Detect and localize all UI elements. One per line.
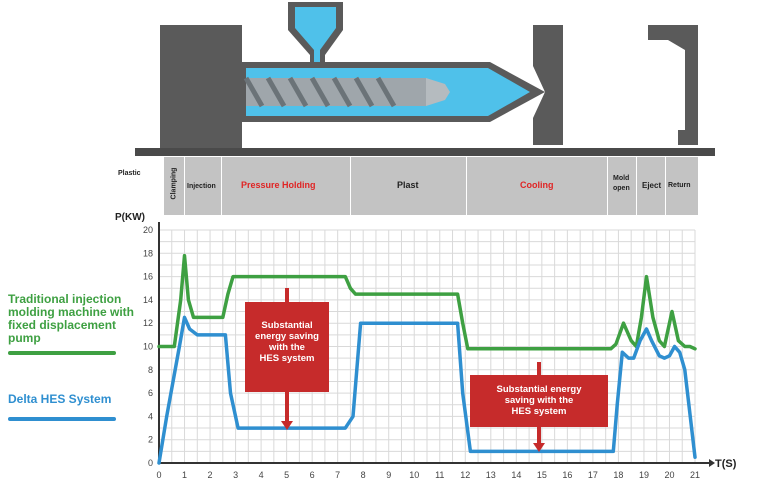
- x-tick-label: 17: [588, 470, 598, 480]
- y-tick-label: 0: [148, 458, 153, 468]
- phase-band-return: [666, 157, 698, 215]
- y-axis-title: P(KW): [115, 212, 145, 223]
- callout-2-line-3: HES system: [511, 406, 567, 417]
- energy-saving-callout-2: Substantial energy saving with the HES s…: [470, 375, 608, 427]
- x-tick-label: 15: [537, 470, 547, 480]
- phase-band-mold-open: [608, 157, 636, 215]
- x-tick-label: 12: [460, 470, 470, 480]
- x-axis-arrow: [709, 459, 715, 467]
- x-tick-label: 18: [613, 470, 623, 480]
- machine-base: [135, 148, 715, 156]
- phase-band-pressure-holding: [222, 157, 350, 215]
- phase-band-clamping: [164, 157, 184, 215]
- y-tick-label: 8: [148, 365, 153, 375]
- y-tick-label: 12: [143, 318, 153, 328]
- phase-label-injection: Injection: [187, 183, 216, 190]
- x-tick-label: 10: [409, 470, 419, 480]
- callout-1-line-3: with the: [269, 342, 305, 353]
- chart-axes: [158, 222, 715, 467]
- clamp-platen-left: [160, 25, 242, 150]
- energy-saving-arrow-1-head: [281, 421, 293, 430]
- x-tick-label: 3: [233, 470, 238, 480]
- y-tick-label: 6: [148, 388, 153, 398]
- energy-saving-arrow-2-head: [533, 443, 545, 452]
- x-tick-label: 11: [435, 470, 444, 480]
- screw: [243, 76, 450, 108]
- y-tick-label: 14: [143, 295, 153, 305]
- phase-label-return: Return: [668, 182, 691, 189]
- phase-label-mold-open-2: open: [613, 185, 630, 192]
- x-tick-label: 16: [562, 470, 572, 480]
- callout-1-line-2: energy saving: [255, 331, 319, 342]
- legend-traditional-line-3: fixed displacement: [8, 318, 117, 332]
- legend-traditional-swatch: [8, 351, 116, 355]
- x-tick-label: 14: [511, 470, 521, 480]
- x-tick-label: 5: [284, 470, 289, 480]
- traditional-power-line: [157, 253, 697, 351]
- phase-band-injection: [185, 157, 221, 215]
- phase-label-plastic: Plastic: [118, 170, 141, 177]
- y-tick-label: 2: [148, 435, 153, 445]
- moving-platen: [648, 25, 698, 145]
- energy-saving-callout-1: Substantial energy saving with the HES s…: [245, 302, 329, 392]
- x-tick-label: 21: [690, 470, 700, 480]
- x-tick-label: 13: [486, 470, 496, 480]
- phase-band-eject: [637, 157, 665, 215]
- callout-1-line-4: HES system: [259, 353, 315, 364]
- callout-1-line-1: Substantial: [261, 320, 313, 331]
- y-tick-label: 20: [143, 225, 153, 235]
- phase-label-cooling: Cooling: [520, 180, 554, 190]
- legend-traditional-line-4: pump: [8, 331, 41, 345]
- phase-label-mold-open-1: Mold: [613, 175, 630, 182]
- x-tick-label: 1: [182, 470, 187, 480]
- mold: [533, 25, 563, 145]
- legend-traditional: Traditional injection molding machine wi…: [8, 293, 134, 345]
- x-axis-title: T(S): [715, 458, 737, 470]
- callout-2-line-2: saving with the: [504, 395, 574, 406]
- phase-label-eject: Eject: [642, 181, 662, 190]
- hes-power-line: [157, 315, 697, 465]
- legend-hes-swatch: [8, 417, 116, 421]
- y-tick-label: 4: [148, 411, 153, 421]
- legend-traditional-line-1: Traditional injection: [8, 292, 122, 306]
- x-tick-label: 0: [156, 470, 161, 480]
- y-tick-label: 10: [143, 342, 153, 352]
- x-tick-label: 20: [664, 470, 674, 480]
- phase-label-pressure-holding: Pressure Holding: [241, 180, 316, 190]
- callout-2-line-1: Substantial energy: [496, 384, 582, 395]
- x-tick-label: 8: [361, 470, 366, 480]
- phase-band-plast: [351, 157, 466, 215]
- y-tick-label: 18: [143, 248, 153, 258]
- injection-machine-illustration: [135, 2, 715, 156]
- phase-band-cooling: [467, 157, 607, 215]
- x-tick-label: 19: [639, 470, 649, 480]
- legend-traditional-line-2: molding machine with: [8, 305, 135, 319]
- x-tick-label: 7: [335, 470, 340, 480]
- y-tick-label: 16: [143, 272, 153, 282]
- x-tick-label: 9: [386, 470, 391, 480]
- x-tick-label: 4: [259, 470, 264, 480]
- hopper-material: [295, 7, 336, 72]
- legend-hes: Delta HES System: [8, 392, 112, 406]
- x-tick-label: 6: [310, 470, 315, 480]
- x-tick-label: 2: [208, 470, 213, 480]
- phase-label-plast: Plast: [397, 180, 419, 190]
